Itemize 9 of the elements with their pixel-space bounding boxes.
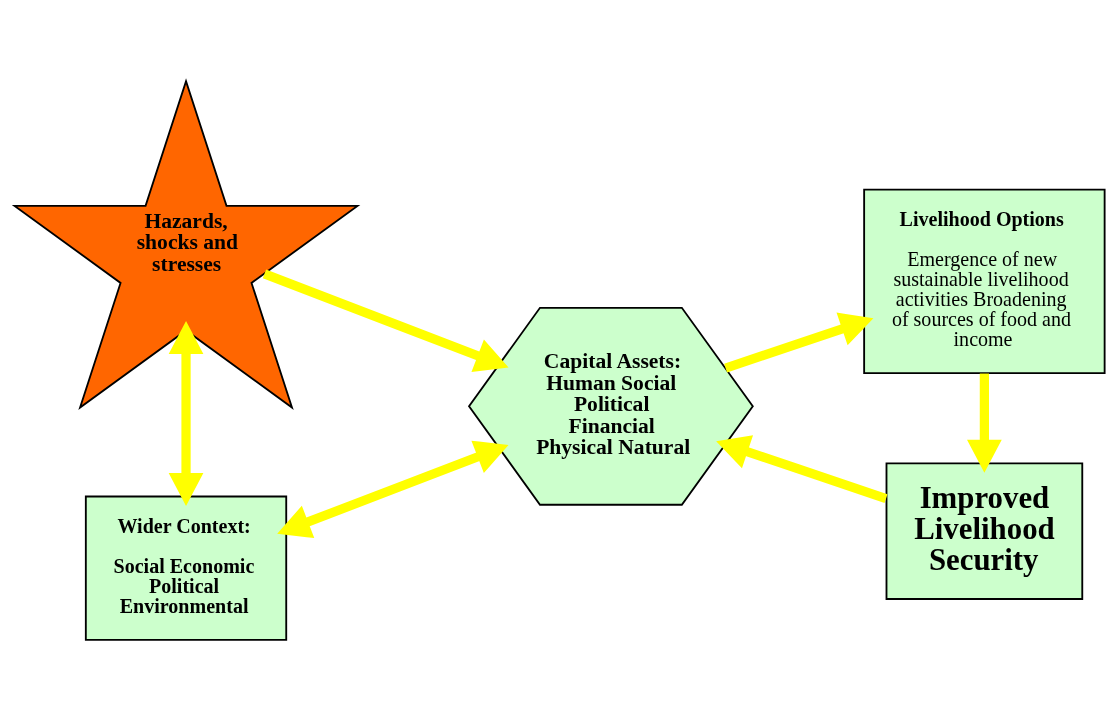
arrow [967,373,1002,473]
arrow [716,435,888,503]
node-box: Wider Context: Social Economic Political Environmental [84,495,288,641]
node-box: Livelihood Options Emergence of new sustainable livelihood activities Broadening of sources of food and income [863,188,1106,375]
node-box: Improved Livelihood Security [885,462,1084,600]
arrow [724,312,874,373]
arrow [168,320,204,507]
arrow [277,440,509,539]
arrow [262,269,509,372]
